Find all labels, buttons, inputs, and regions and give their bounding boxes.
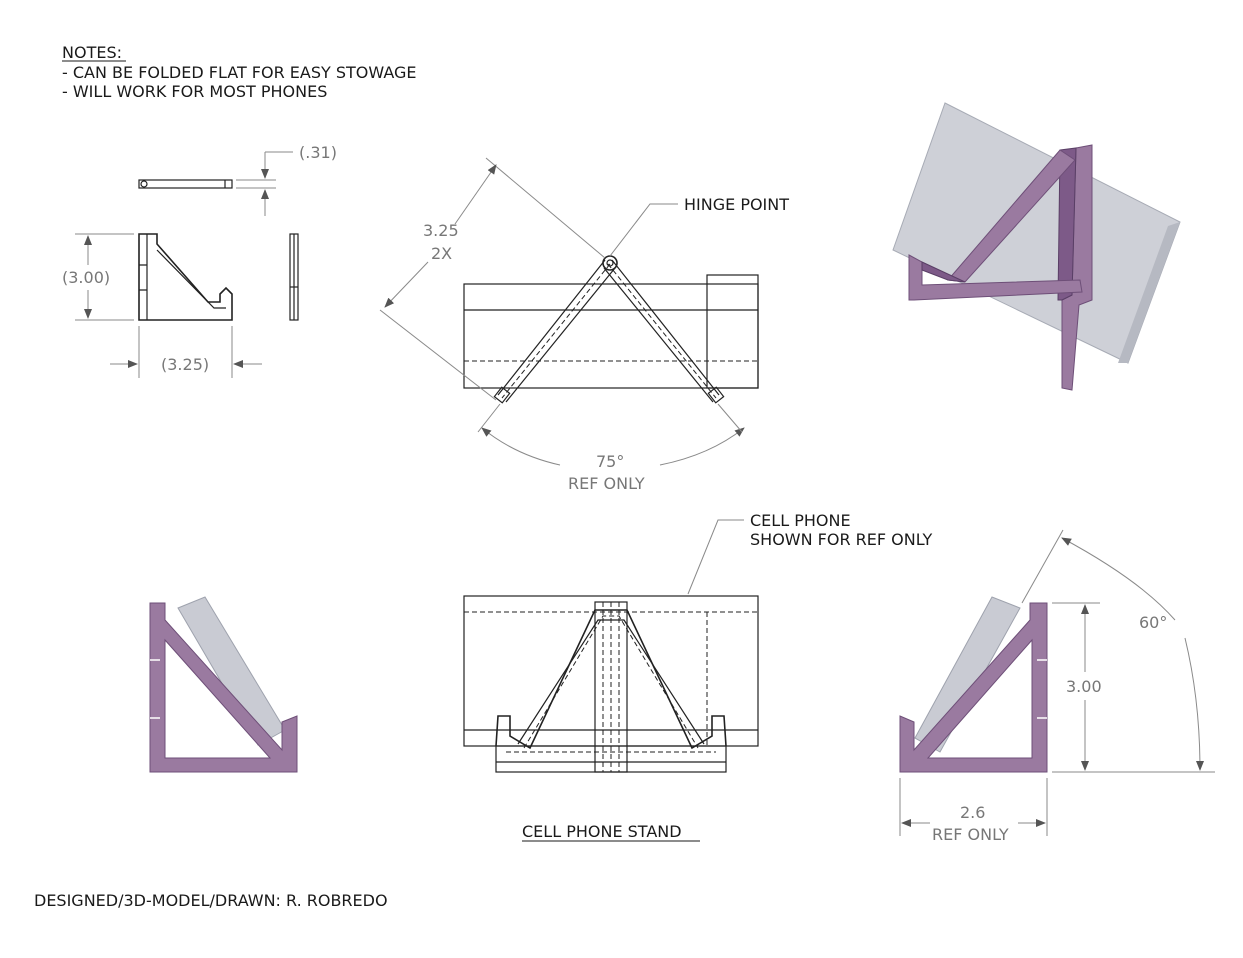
top-left-view: (.31) (3.00) (3.25) (62, 143, 337, 378)
note-line-2: - WILL WORK FOR MOST PHONES (62, 82, 327, 101)
dim-height-flat: (3.00) (62, 268, 110, 287)
isometric-view (892, 102, 1181, 391)
notes-block: NOTES: - CAN BE FOLDED FLAT FOR EASY STO… (62, 43, 417, 101)
stand-leg-right (603, 259, 725, 404)
stand-leg-left (493, 259, 616, 404)
phone-outline-top (463, 283, 759, 389)
dim-angle: 60° (1139, 613, 1167, 632)
dim-leg-length: 3.25 (423, 221, 459, 240)
top-center-view: HINGE POINT 3.25 2X 75° REF ONLY (379, 157, 789, 493)
folded-front-outline (138, 233, 233, 321)
front-stand (495, 601, 727, 773)
folded-top-profile (138, 179, 233, 189)
dim-spread-angle-note: REF ONLY (568, 474, 645, 493)
note-line-1: - CAN BE FOLDED FLAT FOR EASY STOWAGE (62, 63, 417, 82)
dim-leg-qty: 2X (431, 244, 452, 263)
side-view-left (149, 596, 298, 773)
iso-phone-edge (1118, 222, 1180, 363)
folded-hinge-circle (140, 180, 148, 188)
dim-spread-angle: 75° (596, 452, 624, 471)
side-stand-left (149, 602, 298, 773)
dim-width-flat: (3.25) (161, 355, 209, 374)
side-stand-right (899, 602, 1048, 773)
front-view: CELL PHONE SHOWN FOR REF ONLY CELL PHONE… (463, 511, 933, 842)
hinge-point-label: HINGE POINT (684, 195, 789, 214)
dim-thickness: (.31) (299, 143, 337, 162)
notes-heading: NOTES: (62, 43, 122, 62)
dim-width-note: REF ONLY (932, 825, 1009, 844)
dim-width: 2.6 (960, 803, 985, 822)
phone-callout-line2: SHOWN FOR REF ONLY (750, 530, 933, 549)
side-phone-right (914, 596, 1021, 753)
phone-callout-line1: CELL PHONE (750, 511, 851, 530)
drawing-title: CELL PHONE STAND (522, 822, 682, 841)
side-view-right: 3.00 60° 2.6 REF ONLY (899, 529, 1215, 844)
designer-credit: DESIGNED/3D-MODEL/DRAWN: R. ROBREDO (34, 891, 388, 910)
dim-height: 3.00 (1066, 677, 1102, 696)
